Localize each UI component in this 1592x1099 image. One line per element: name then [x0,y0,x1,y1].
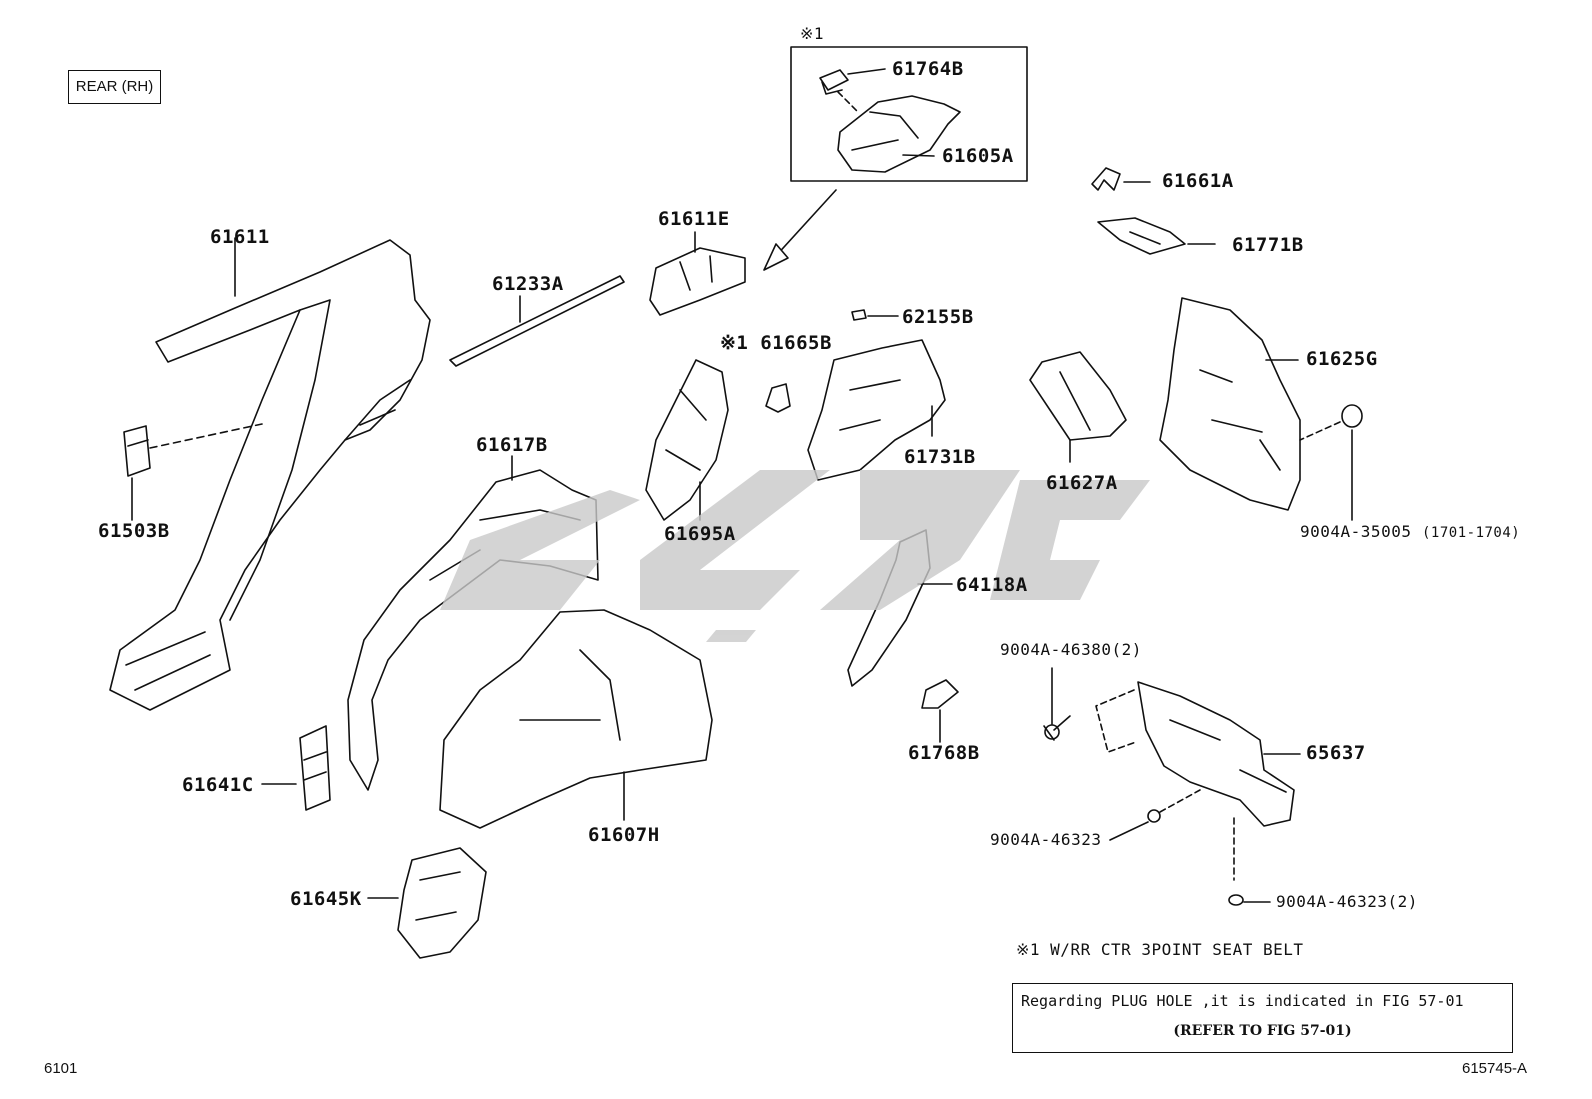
part-label-61611e[interactable]: 61611E [658,208,730,230]
part-label-61607h[interactable]: 61607H [588,824,660,846]
part-label-61645k[interactable]: 61645K [290,888,362,910]
part-label-61661a[interactable]: 61661A [1162,170,1234,192]
part-61625g [1159,297,1301,511]
inset-marker: ※1 [800,24,825,43]
inset-frame [790,46,1028,182]
part-label-61768b[interactable]: 61768B [908,742,980,764]
part-label-65637[interactable]: 65637 [1306,742,1366,764]
part-61627a [1029,351,1127,441]
part-label-61771b[interactable]: 61771B [1232,234,1304,256]
part-61661a [1091,167,1121,191]
part-label-9004a-46380[interactable]: 9004A-46380(2) [1000,640,1142,659]
illustration-code: 615745-A [1462,1060,1528,1077]
part-61645k [397,847,487,959]
part-label-61641c[interactable]: 61641C [182,774,254,796]
watermark [440,470,1150,642]
part-61503b [123,425,151,477]
part-61771b [1097,217,1186,255]
part-61768b [921,679,959,709]
part-65637 [1137,681,1295,827]
figure-code: 6101 [44,1060,78,1077]
bolt-9004a-46323 [1147,809,1161,823]
bolt-9004a-46380 [1044,724,1060,740]
part-label-61695a[interactable]: 61695A [664,523,736,545]
part-61605a [837,95,961,173]
part-label-61617b[interactable]: 61617B [476,434,548,456]
part-label-61731b[interactable]: 61731B [904,446,976,468]
footnote: ※1 W/RR CTR 3POINT SEAT BELT [1016,940,1304,959]
part-61641c [299,725,331,811]
part-61607h [439,609,713,829]
part-range-9004a-35005: (1701-1704) [1422,525,1521,541]
part-61611e [649,247,746,316]
part-label-61665b[interactable]: ※1 61665B [720,332,832,354]
part-label-9004a-35005[interactable]: 9004A-35005 [1300,522,1412,541]
part-label-61611[interactable]: 61611 [210,226,270,248]
part-label-61503b[interactable]: 61503B [98,520,170,542]
note-line-1: Regarding PLUG HOLE ,it is indicated in … [1021,992,1464,1010]
part-label-61233a[interactable]: 61233A [492,273,564,295]
part-62155b [851,309,867,321]
part-label-61605a[interactable]: 61605A [942,145,1014,167]
part-61611 [109,239,431,711]
part-61764b [819,69,849,95]
part-61695a [645,359,729,521]
part-label-9004a-46323-2[interactable]: 9004A-46323(2) [1276,892,1418,911]
part-label-61764b[interactable]: 61764B [892,58,964,80]
part-9004a-35005 [1341,404,1363,428]
part-61731b [807,339,946,481]
part-label-64118a[interactable]: 64118A [956,574,1028,596]
part-label-61627a[interactable]: 61627A [1046,472,1118,494]
part-61233a [449,275,625,367]
part-label-61625g[interactable]: 61625G [1306,348,1378,370]
part-label-9004a-46323[interactable]: 9004A-46323 [990,830,1102,849]
bolt-9004a-46323-2 [1228,894,1244,906]
plug-hole-note: Regarding PLUG HOLE ,it is indicated in … [1012,983,1513,1053]
part-61665b [765,383,791,413]
region-label: REAR (RH) [68,70,161,104]
part-label-62155b[interactable]: 62155B [902,306,974,328]
note-line-2[interactable]: (REFER TO FIG 57-01) [1173,1023,1352,1039]
arrow-line [773,189,837,259]
